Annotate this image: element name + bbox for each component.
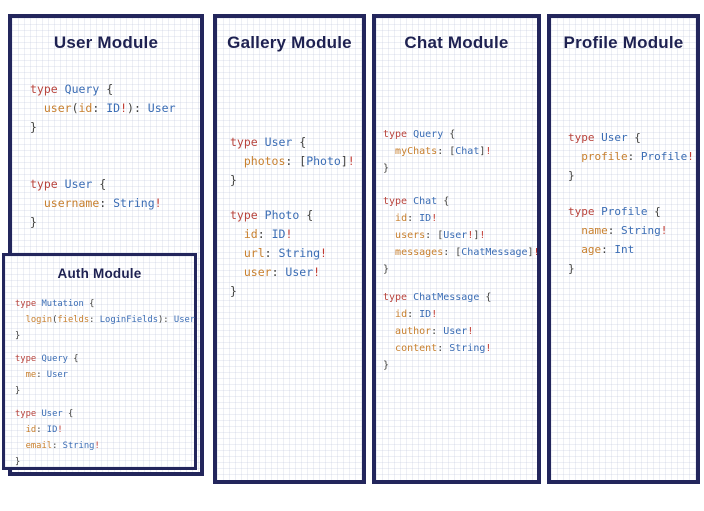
code-line: id: ID! — [243, 227, 293, 241]
code-line: type Mutation { — [15, 299, 95, 309]
code-line: type Query { — [30, 82, 114, 96]
code-line: users: [User!]! — [395, 230, 486, 241]
code-line: type ChatMessage { — [383, 292, 492, 303]
code-line: url: String! — [243, 246, 327, 260]
code-line: email: String! — [25, 441, 100, 451]
code-block: type Photo { id: ID! url: String! user: … — [230, 206, 327, 301]
code-line: } — [230, 284, 237, 298]
code-line: } — [383, 360, 390, 371]
code-line: type Photo { — [230, 208, 314, 222]
code-line: } — [568, 262, 575, 275]
code-block: type Query { myChats: [Chat]!} — [383, 126, 491, 177]
code-line: } — [383, 264, 390, 275]
code-line: photos: [Photo]! — [243, 154, 355, 168]
code-line: type User { — [30, 177, 107, 191]
code-area-chat: type Query { myChats: [Chat]!}type Chat … — [376, 18, 540, 480]
code-line: type Query { — [15, 354, 79, 364]
code-line: } — [30, 120, 37, 134]
code-block: type Mutation { login(fields: LoginField… — [15, 296, 195, 344]
code-line: user: User! — [243, 265, 321, 279]
panel-title-gallery-module: Gallery Module — [227, 33, 352, 52]
code-line: id: ID! — [25, 425, 63, 435]
code-line: type Query { — [383, 129, 456, 140]
panel-title-chat-module: Chat Module — [404, 33, 509, 52]
code-block: type ChatMessage { id: ID! author: User!… — [383, 289, 491, 374]
panel-profile-module: Profile Module type User { profile: Prof… — [547, 14, 700, 484]
code-line: } — [230, 173, 237, 187]
code-line: } — [15, 331, 21, 341]
code-area-gallery: type User { photos: [Photo]!}type Photo … — [217, 18, 362, 480]
code-line: login(fields: LoginFields): User — [25, 315, 196, 325]
code-line: messages: [ChatMessage]! — [395, 247, 540, 258]
panel-title-auth-module: Auth Module — [57, 266, 142, 281]
code-block: type User { username: String!} — [30, 175, 162, 232]
code-line: } — [15, 386, 21, 396]
code-block: type User { photos: [Photo]!} — [230, 133, 355, 190]
panel-user-module: User Module type Query { user(id: ID!): … — [8, 14, 204, 476]
code-line: username: String! — [43, 196, 162, 210]
code-line: type User { — [15, 409, 74, 419]
panel-chat-module: Chat Module type Query { myChats: [Chat]… — [372, 14, 541, 484]
code-line: } — [383, 163, 390, 174]
code-line: id: ID! — [395, 213, 438, 224]
code-line: name: String! — [581, 224, 668, 237]
code-line: type User { — [230, 135, 307, 149]
code-block: type Profile { name: String! age: Int} — [568, 202, 667, 278]
panel-title-user-module: User Module — [53, 33, 159, 52]
code-line: user(id: ID!): User — [43, 101, 176, 115]
code-line: type User { — [568, 131, 641, 144]
code-area-user: type Query { user(id: ID!): User}type Us… — [12, 18, 200, 472]
panel-gallery-module: Gallery Module type User { photos: [Phot… — [213, 14, 366, 484]
code-block: type Query { me: User} — [15, 351, 79, 399]
code-block: type User { profile: Profile!} — [568, 128, 694, 185]
code-line: author: User! — [395, 326, 474, 337]
code-line: content: String! — [395, 343, 492, 354]
code-line: age: Int — [581, 243, 635, 256]
code-block: type Chat { id: ID! users: [User!]! mess… — [383, 193, 540, 278]
panel-auth-module: Auth Module type Mutation { login(fields… — [2, 253, 197, 470]
code-area-auth: type Mutation { login(fields: LoginField… — [5, 256, 195, 470]
code-line: type Chat { — [383, 196, 450, 207]
code-line: profile: Profile! — [581, 150, 694, 163]
code-line: type Profile { — [568, 205, 661, 218]
code-area-profile: type User { profile: Profile!}type Profi… — [551, 18, 696, 480]
code-block: type User { id: ID! email: String!} — [15, 406, 100, 470]
code-block: type Query { user(id: ID!): User} — [30, 80, 176, 137]
code-line: } — [15, 457, 21, 467]
code-line: } — [30, 215, 37, 229]
code-line: me: User — [25, 370, 68, 380]
code-line: myChats: [Chat]! — [395, 146, 492, 157]
code-line: } — [568, 169, 575, 182]
code-line: id: ID! — [395, 309, 438, 320]
panel-title-profile-module: Profile Module — [563, 33, 684, 52]
